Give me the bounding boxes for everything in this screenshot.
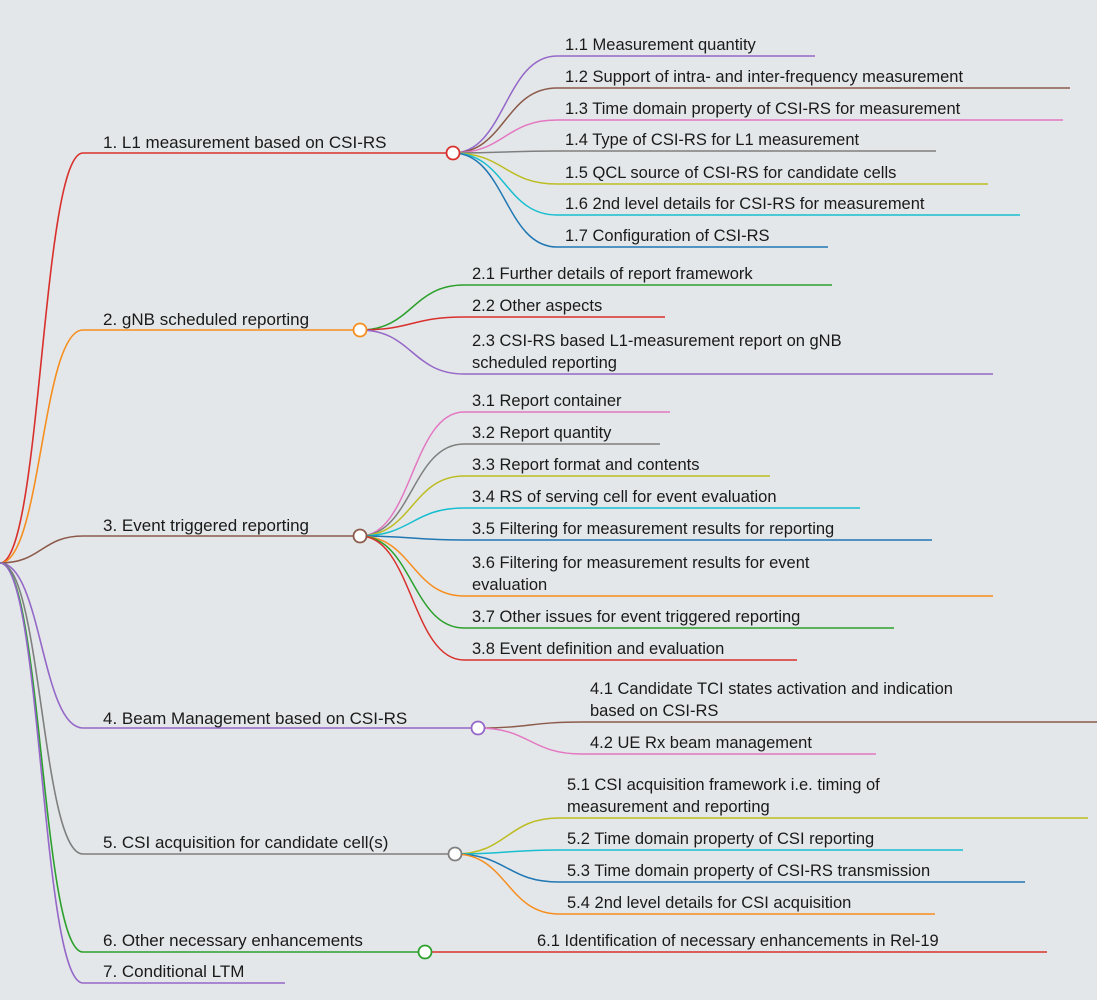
leaf-connector-3-8 — [359, 535, 797, 661]
branch-toggle-node-6[interactable] — [417, 944, 433, 960]
leaf-label-1-5: 1.5 QCL source of CSI-RS for candidate c… — [565, 164, 896, 182]
connector-layer — [0, 55, 1097, 984]
leaf-connector-2-2 — [359, 316, 665, 331]
leaf-connector-3-1 — [359, 411, 670, 537]
branch-connector-6 — [0, 562, 425, 953]
leaf-label-1-7: 1.7 Configuration of CSI-RS — [565, 227, 770, 245]
leaf-connector-3-3 — [359, 475, 770, 537]
branch-toggle-node-2[interactable] — [352, 322, 368, 338]
leaf-connector-3-2 — [359, 443, 660, 537]
branch-connector-4 — [0, 562, 478, 729]
leaf-connector-1-4 — [452, 150, 936, 154]
branch-toggle-node-3[interactable] — [352, 528, 368, 544]
branch-connector-1 — [0, 152, 453, 564]
leaf-connector-3-4 — [359, 507, 860, 537]
leaf-connector-1-3 — [452, 119, 1063, 154]
leaf-label-line: 2.3 CSI-RS based L1-measurement report o… — [472, 332, 842, 350]
branch-connector-7 — [0, 562, 285, 984]
branch-label-2: 2. gNB scheduled reporting — [103, 310, 309, 329]
leaf-label-3-2: 3.2 Report quantity — [472, 424, 612, 442]
leaf-connector-5-2 — [454, 849, 963, 855]
leaf-label-3-6: 3.6 Filtering for measurement results fo… — [472, 554, 810, 594]
leaf-label-3-1: 3.1 Report container — [472, 392, 622, 410]
leaf-connector-3-5 — [359, 535, 932, 541]
branch-label-3: 3. Event triggered reporting — [103, 516, 309, 535]
branch-connector-3 — [0, 535, 360, 564]
leaf-connector-4-1 — [477, 721, 1097, 729]
leaf-label-line: based on CSI-RS — [590, 702, 718, 720]
branch-label-1: 1. L1 measurement based on CSI-RS — [103, 133, 386, 152]
leaf-label-3-8: 3.8 Event definition and evaluation — [472, 640, 724, 658]
leaf-connector-4-2 — [477, 727, 876, 755]
branch-toggle-node-4[interactable] — [470, 720, 486, 736]
leaf-label-3-4: 3.4 RS of serving cell for event evaluat… — [472, 488, 777, 506]
branch-label-5: 5. CSI acquisition for candidate cell(s) — [103, 833, 388, 852]
leaf-label-line: 4.1 Candidate TCI states activation and … — [590, 680, 953, 698]
branch-label-6: 6. Other necessary enhancements — [103, 931, 363, 950]
leaf-label-1-3: 1.3 Time domain property of CSI-RS for m… — [565, 100, 961, 118]
leaf-connector-3-6 — [359, 535, 993, 597]
leaf-label-1-2: 1.2 Support of intra- and inter-frequenc… — [565, 68, 963, 86]
leaf-connector-2-1 — [359, 284, 832, 331]
leaf-label-3-3: 3.3 Report format and contents — [472, 456, 699, 474]
leaf-connector-5-1 — [454, 817, 1088, 855]
leaf-label-line: scheduled reporting — [472, 354, 617, 372]
leaf-connector-5-4 — [454, 853, 935, 915]
leaf-connector-1-5 — [452, 152, 988, 185]
leaf-label-1-4: 1.4 Type of CSI-RS for L1 measurement — [565, 131, 859, 149]
leaf-label-4-2: 4.2 UE Rx beam management — [590, 734, 812, 752]
leaf-label-line: evaluation — [472, 576, 547, 594]
leaf-label-3-5: 3.5 Filtering for measurement results fo… — [472, 520, 834, 538]
branch-label-7: 7. Conditional LTM — [103, 962, 244, 981]
leaf-connector-5-3 — [454, 853, 1025, 883]
leaf-label-5-2: 5.2 Time domain property of CSI reportin… — [567, 830, 874, 848]
leaf-label-2-1: 2.1 Further details of report framework — [472, 265, 753, 283]
branch-toggle-node-5[interactable] — [447, 846, 463, 862]
leaf-label-2-3: 2.3 CSI-RS based L1-measurement report o… — [472, 332, 842, 372]
leaf-label-1-6: 1.6 2nd level details for CSI-RS for mea… — [565, 195, 925, 213]
branch-connector-2 — [0, 329, 360, 564]
leaf-connector-1-1 — [452, 55, 815, 154]
leaf-label-5-4: 5.4 2nd level details for CSI acquisitio… — [567, 894, 851, 912]
node-layer — [352, 145, 486, 960]
leaf-label-3-7: 3.7 Other issues for event triggered rep… — [472, 608, 800, 626]
branch-toggle-node-1[interactable] — [445, 145, 461, 161]
leaf-label-6-1: 6.1 Identification of necessary enhancem… — [537, 932, 939, 950]
label-layer: 1. L1 measurement based on CSI-RS 1.1 Mea… — [103, 36, 963, 981]
leaf-connector-1-7 — [452, 152, 828, 248]
leaf-connector-3-7 — [359, 535, 894, 629]
leaf-label-5-3: 5.3 Time domain property of CSI-RS trans… — [567, 862, 930, 880]
branch-label-4: 4. Beam Management based on CSI-RS — [103, 709, 407, 728]
leaf-label-line: 5.1 CSI acquisition framework i.e. timin… — [567, 776, 880, 794]
branch-connector-5 — [0, 562, 455, 855]
leaf-label-2-2: 2.2 Other aspects — [472, 297, 602, 315]
leaf-connector-1-2 — [452, 87, 1070, 154]
leaf-label-5-1: 5.1 CSI acquisition framework i.e. timin… — [567, 776, 880, 816]
leaf-label-line: measurement and reporting — [567, 798, 770, 816]
leaf-label-line: 3.6 Filtering for measurement results fo… — [472, 554, 810, 572]
leaf-label-1-1: 1.1 Measurement quantity — [565, 36, 757, 54]
leaf-connector-1-6 — [452, 152, 1020, 216]
leaf-label-4-1: 4.1 Candidate TCI states activation and … — [590, 680, 953, 720]
leaf-connector-2-3 — [359, 329, 993, 375]
